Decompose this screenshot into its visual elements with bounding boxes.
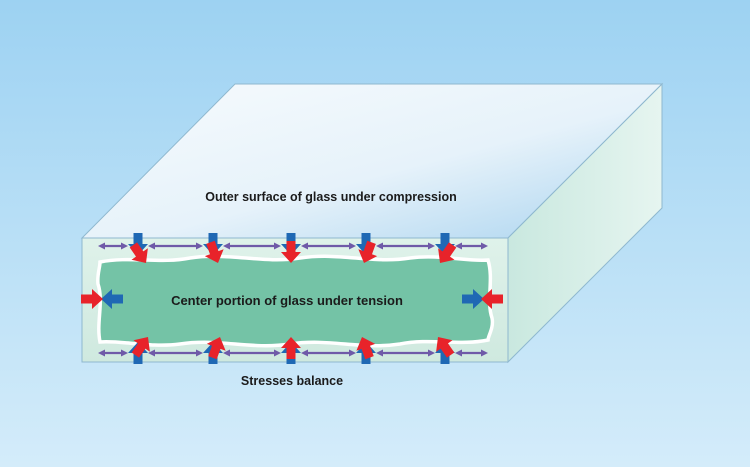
balance-arrowhead-icon: [349, 349, 356, 357]
tension-arrow-down-icon: [356, 337, 376, 360]
tension-arrow-up-icon: [129, 242, 148, 263]
tension-arrow-up-icon: [204, 240, 224, 263]
balance-arrowhead-icon: [349, 242, 356, 250]
balance-arrowhead-icon: [301, 242, 308, 250]
balance-arrowhead-icon: [428, 242, 435, 250]
compression-arrow-right-icon: [462, 289, 484, 309]
compression-arrow-left-icon: [101, 289, 123, 309]
balance-arrowhead-icon: [196, 242, 203, 250]
label-stresses-balance: Stresses balance: [241, 374, 343, 388]
balance-lines: [98, 242, 488, 357]
balance-arrowhead-icon: [148, 242, 155, 250]
tension-arrow-down-icon: [131, 337, 150, 358]
balance-arrowhead-icon: [455, 349, 462, 357]
tension-arrow-up-icon: [281, 241, 301, 263]
tension-arrow-left-icon: [81, 289, 103, 309]
tension-arrow-down-icon: [206, 337, 226, 360]
label-center-portion: Center portion of glass under tension: [171, 293, 403, 308]
balance-arrowhead-icon: [223, 349, 230, 357]
tension-arrow-up-icon: [438, 242, 457, 263]
tension-arrow-up-icon: [358, 240, 378, 263]
balance-arrowhead-icon: [481, 242, 488, 250]
balance-arrowhead-icon: [121, 349, 128, 357]
balance-arrowhead-icon: [376, 349, 383, 357]
balance-arrowhead-icon: [121, 242, 128, 250]
tension-arrows: [81, 240, 503, 360]
tension-arrow-down-icon: [436, 337, 455, 358]
balance-arrowhead-icon: [301, 349, 308, 357]
balance-arrowhead-icon: [196, 349, 203, 357]
balance-arrowhead-icon: [274, 349, 281, 357]
balance-arrowhead-icon: [274, 242, 281, 250]
balance-arrowhead-icon: [428, 349, 435, 357]
balance-arrowhead-icon: [98, 349, 105, 357]
tension-arrow-down-icon: [281, 337, 301, 359]
label-outer-surface: Outer surface of glass under compression: [205, 190, 456, 204]
balance-arrowhead-icon: [481, 349, 488, 357]
balance-arrowhead-icon: [376, 242, 383, 250]
balance-arrowhead-icon: [455, 242, 462, 250]
balance-arrowhead-icon: [148, 349, 155, 357]
tension-arrow-right-icon: [481, 289, 503, 309]
balance-arrowhead-icon: [98, 242, 105, 250]
balance-arrowhead-icon: [223, 242, 230, 250]
